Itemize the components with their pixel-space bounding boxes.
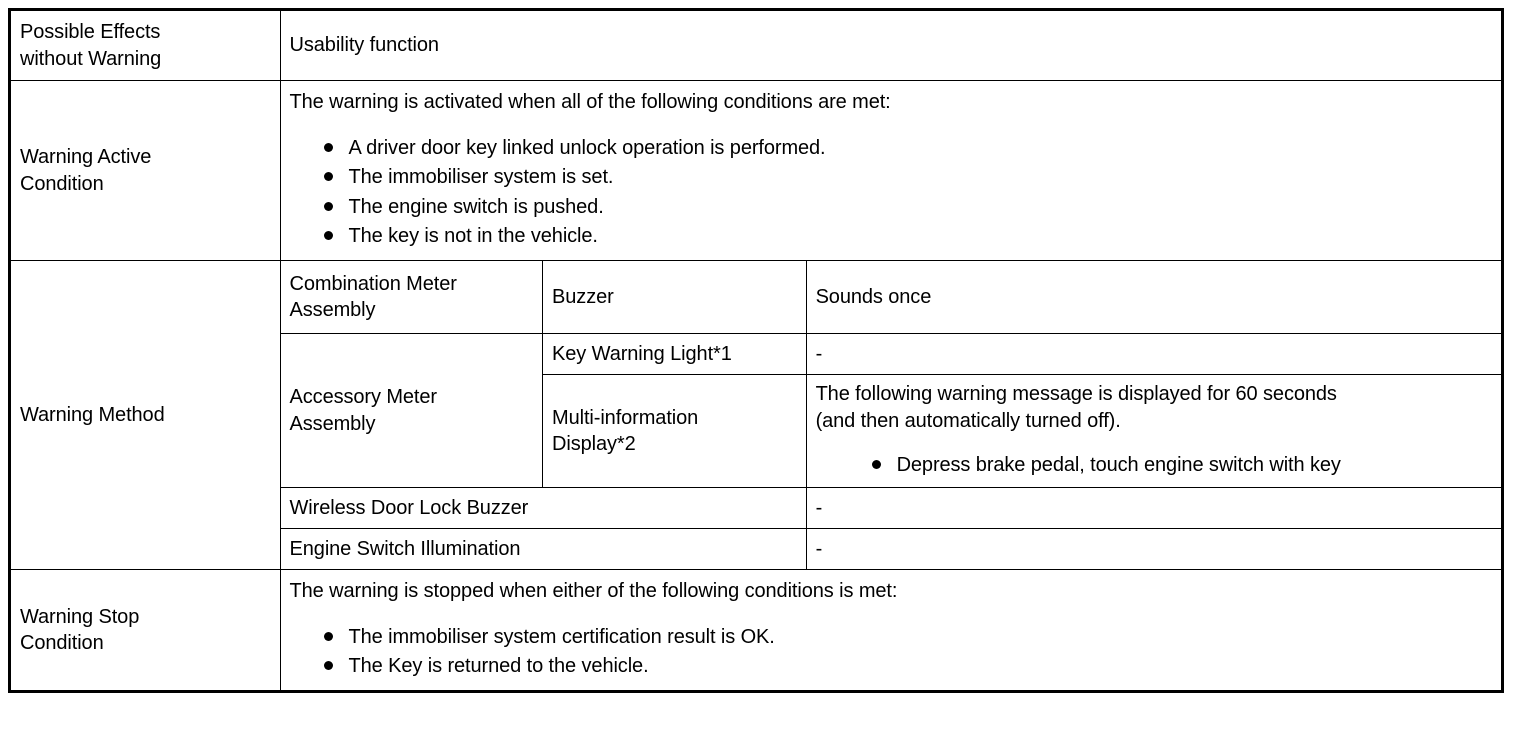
behaviour-text: Sounds once [815, 286, 932, 309]
behaviour-line-1: The following warning message is display… [815, 383, 1337, 406]
component-label: Engine Switch Illumination [289, 537, 521, 560]
behaviour-line-2: (and then automatically turned off). [815, 409, 1121, 432]
bullet-icon [323, 631, 333, 641]
row-label-possible-effects: Possible Effects without Warning [9, 8, 281, 82]
list-item-label: Depress brake pedal, touch engine switch… [896, 453, 1341, 476]
row-label-warning-stop-condition: Warning Stop Condition [9, 568, 281, 693]
table-row-possible-effects: Possible Effects without Warning Usabili… [9, 8, 1504, 82]
cell-behaviour-sounds-once: Sounds once [805, 260, 1504, 335]
warning-active-lead-text: The warning is activated when all of the… [289, 91, 891, 114]
warning-specification-table: Possible Effects without Warning Usabili… [8, 8, 1504, 694]
bullet-icon [323, 142, 333, 152]
cell-behaviour-multi-information-display: The following warning message is display… [805, 374, 1504, 488]
bullet-icon [871, 459, 881, 469]
cell-behaviour-engine-switch-illumination: - [805, 527, 1504, 570]
list-item: The Key is returned to the vehicle. [323, 652, 1491, 680]
bullet-icon [323, 172, 333, 182]
multi-information-display-bullet-list: Depress brake pedal, touch engine switch… [816, 451, 1491, 479]
list-item-label: A driver door key linked unlock operatio… [348, 136, 826, 159]
behaviour-text: - [815, 343, 823, 366]
table-row-warning-active-condition: Warning Active Condition The warning is … [9, 80, 1504, 262]
behaviour-text: - [815, 496, 823, 519]
row-label-warning-active-condition: Warning Active Condition [9, 80, 281, 262]
list-item-label: The Key is returned to the vehicle. [348, 654, 649, 677]
table-row-warning-stop-condition: Warning Stop Condition The warning is st… [9, 568, 1504, 693]
possible-effects-text: Usability function [289, 34, 439, 57]
table-row-warning-method-key-warning-light: Accessory Meter Assembly Key Warning Lig… [10, 333, 1504, 488]
cell-component-combination-meter-assembly: Combination Meter Assembly [279, 260, 544, 335]
table-row-warning-method-buzzer: Warning Method Combination Meter Assembl… [9, 260, 1504, 570]
cell-behaviour-key-warning-light: - [805, 333, 1504, 376]
bullet-icon [323, 660, 333, 670]
row-label-line-1: Possible Effects [20, 21, 161, 43]
list-item-label: The immobiliser system is set. [348, 166, 614, 189]
device-line-1: Multi-information [552, 406, 699, 429]
warning-stop-bullet-list: The immobiliser system certification res… [290, 623, 1491, 681]
list-item-label: The key is not in the vehicle. [348, 224, 598, 247]
row-label-line-1: Warning Active [20, 146, 152, 169]
warning-active-bullet-list: A driver door key linked unlock operatio… [290, 134, 1491, 251]
device-label: Key Warning Light*1 [552, 343, 732, 366]
row-label-line-1: Warning Stop [20, 605, 140, 628]
cell-behaviour-wireless-door-lock-buzzer: - [805, 486, 1504, 529]
behaviour-text: - [815, 537, 823, 560]
device-label: Buzzer [552, 286, 614, 309]
cell-warning-stop-condition: The warning is stopped when either of th… [279, 568, 1504, 693]
bullet-icon [323, 230, 333, 240]
cell-device-buzzer: Buzzer [542, 260, 807, 335]
row-label-line-2: Condition [20, 632, 104, 655]
table-row-warning-method-engine-switch-illumination: Engine Switch Illumination - [10, 527, 1504, 570]
list-item: The engine switch is pushed. [323, 193, 1491, 221]
cell-warning-active-condition: The warning is activated when all of the… [279, 80, 1504, 262]
component-label: Wireless Door Lock Buzzer [289, 496, 529, 519]
component-line-2: Assembly [289, 412, 376, 435]
bullet-icon [323, 201, 333, 211]
component-line-2: Assembly [289, 299, 376, 322]
component-line-1: Accessory Meter [289, 386, 438, 409]
list-item-label: The engine switch is pushed. [348, 195, 604, 218]
list-item: The immobiliser system is set. [323, 163, 1491, 191]
list-item: The key is not in the vehicle. [323, 222, 1491, 250]
cell-possible-effects-value: Usability function [279, 8, 1504, 82]
cell-component-accessory-meter-assembly: Accessory Meter Assembly [279, 333, 544, 488]
list-item: The immobiliser system certification res… [323, 623, 1491, 651]
device-line-2: Display*2 [552, 433, 636, 456]
list-item: Depress brake pedal, touch engine switch… [871, 451, 1491, 479]
list-item: A driver door key linked unlock operatio… [323, 134, 1491, 162]
list-item-label: The immobiliser system certification res… [348, 625, 775, 648]
cell-component-engine-switch-illumination: Engine Switch Illumination [279, 527, 807, 570]
cell-device-multi-information-display: Multi-information Display*2 [542, 374, 807, 488]
row-label-warning-method: Warning Method [9, 260, 281, 570]
row-label-line-2: without Warning [20, 47, 162, 70]
component-line-1: Combination Meter [289, 272, 457, 295]
table-row-warning-method-wireless-door-lock-buzzer: Wireless Door Lock Buzzer - [10, 486, 1504, 529]
cell-device-key-warning-light: Key Warning Light*1 [542, 333, 807, 376]
warning-stop-lead-text: The warning is stopped when either of th… [289, 579, 898, 602]
row-label-text: Warning Method [20, 403, 165, 426]
row-label-line-2: Condition [20, 172, 104, 195]
cell-component-wireless-door-lock-buzzer: Wireless Door Lock Buzzer [279, 486, 807, 529]
table-row-warning-method-multi-information-display: Multi-information Display*2 The followin… [10, 374, 1504, 488]
